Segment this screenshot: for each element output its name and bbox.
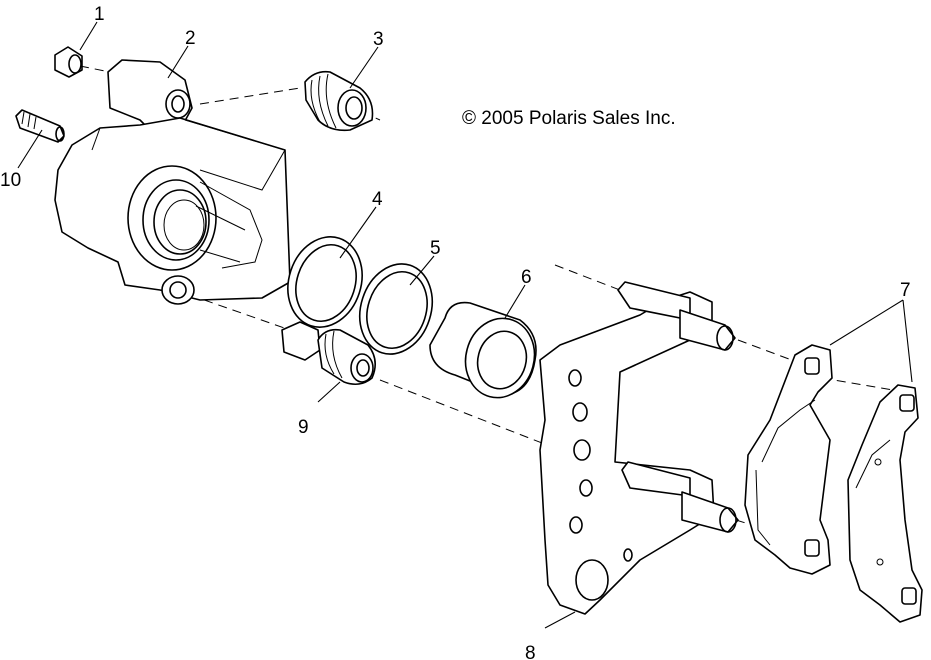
callout-7: 7 — [900, 280, 911, 301]
callout-5: 5 — [430, 238, 441, 259]
part-7-brake-pads — [744, 344, 923, 623]
part-6-piston — [429, 301, 537, 399]
callout-10: 10 — [0, 170, 21, 191]
callout-2: 2 — [185, 28, 196, 49]
part-8-bracket — [539, 281, 739, 615]
leader-lines — [17, 21, 913, 629]
callout-9: 9 — [298, 417, 309, 438]
callout-8: 8 — [525, 643, 536, 660]
callout-6: 6 — [521, 267, 532, 288]
callout-4: 4 — [372, 189, 383, 210]
part-2-caliper-body — [54, 59, 291, 305]
part-1-bleeder-cap — [54, 46, 83, 78]
callout-1: 1 — [94, 4, 105, 25]
part-3-boot — [304, 70, 374, 132]
part-4-seal — [287, 236, 363, 328]
part-10-bleeder-screw — [15, 109, 65, 143]
callout-3: 3 — [373, 29, 384, 50]
part-9-pin-boot — [281, 321, 376, 386]
part-5-seal — [359, 263, 433, 355]
copyright-notice: © 2005 Polaris Sales Inc. — [462, 108, 676, 129]
callout-labels: 1 2 3 4 5 6 7 8 9 10 — [0, 4, 911, 660]
